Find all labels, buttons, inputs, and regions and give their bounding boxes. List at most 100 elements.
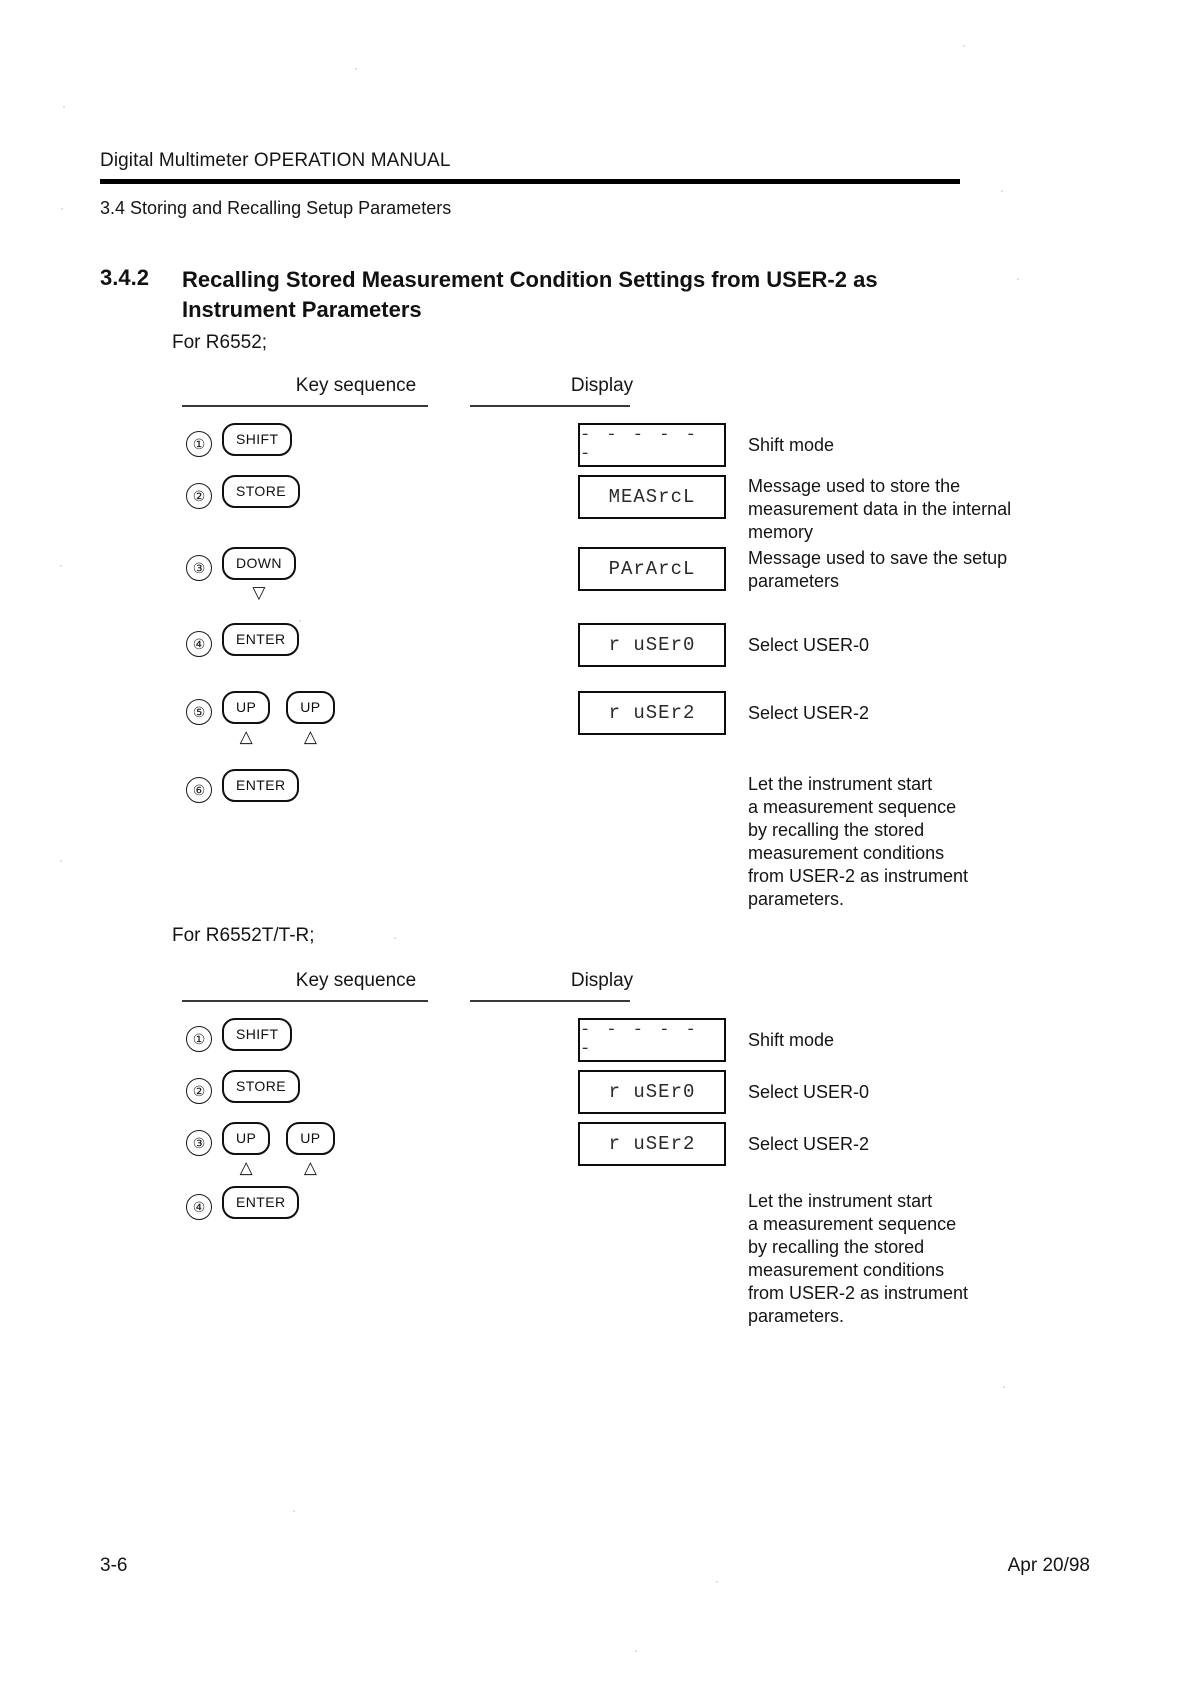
model-label-r6552t: For R6552T/T-R; [172,925,315,946]
keycap-group: STORE△ [222,1070,300,1124]
column-rule-key-sequence [182,405,428,407]
step-description: Message used to save the setup parameter… [748,548,1008,592]
section-breadcrumb: 3.4 Storing and Recalling Setup Paramete… [100,198,452,218]
keycap-up[interactable]: UP [222,1122,271,1155]
key-sequence: SHIFT△ [222,423,293,477]
scan-speck [1001,190,1003,192]
footer-page-number: 3-6 [100,1555,128,1576]
keycap-group: ENTER△ [222,623,300,677]
keycap-down[interactable]: DOWN [222,547,296,580]
column-header-row: Key sequence Display [100,375,1090,409]
up-triangle-icon: △ [303,727,317,746]
step-description: Message used to store the measurement da… [748,476,1012,543]
step-number: ① [186,431,212,457]
step-number: ④ [186,631,212,657]
up-triangle-icon: △ [239,1158,253,1177]
key-sequence: ENTER△ [222,1186,300,1240]
procedure-step-row: ③ DOWN ▽ PArArcL Message used to save the se… [100,547,1090,601]
scan-speck [963,45,965,47]
step-number: ① [186,1026,212,1052]
step-description: Select USER-2 [748,1134,870,1154]
scan-speck [1003,1386,1005,1388]
keycap-group: UP △ [286,691,335,746]
keycap-group: ENTER△ [222,769,300,823]
scan-speck [394,937,396,939]
key-sequence: UP △ UP △ [222,691,335,745]
procedure-step-row: ⑤ UP △ UP △ r uSEr2 Select USER-2 [100,691,1090,745]
display-readout: - - - - - - [578,423,726,467]
scan-speck [60,860,62,862]
step-description: Let the instrument start a measurement s… [748,774,969,910]
display-readout: r uSEr0 [578,1070,726,1114]
keycap-enter[interactable]: ENTER [222,1186,300,1219]
column-header-display: Display [570,970,634,991]
keycap-store[interactable]: STORE [222,1070,300,1103]
scan-speck [299,620,301,622]
keycap-up[interactable]: UP [222,691,271,724]
display-readout: - - - - - - [578,1018,726,1062]
keycap-enter[interactable]: ENTER [222,623,300,656]
keycap-store[interactable]: STORE [222,475,300,508]
column-header-display: Display [570,375,634,396]
keycap-group: UP △ [222,691,271,746]
manual-title: Digital Multimeter OPERATION MANUAL [100,150,451,171]
step-number: ⑥ [186,777,212,803]
scan-speck [293,1510,295,1512]
scan-speck [355,68,357,70]
keycap-shift[interactable]: SHIFT [222,1018,293,1051]
up-triangle-icon: △ [239,727,253,746]
procedure-step-row: ⑥ ENTER△ Let the instrument start a measur… [100,769,1090,909]
keycap-group: UP △ [286,1122,335,1177]
key-sequence: UP △ UP △ [222,1122,335,1176]
step-number: ② [186,483,212,509]
scan-speck [63,106,65,108]
procedure-step-row: ③ UP △ UP △ r uSEr2 Select USER-2 [100,1122,1090,1176]
header-divider [100,179,960,184]
step-description: Select USER-2 [748,703,870,723]
display-readout: r uSEr2 [578,691,726,735]
step-number: ⑤ [186,699,212,725]
section-title: Recalling Stored Measurement Condition S… [182,267,878,323]
scan-speck [635,1650,637,1652]
step-description: Select USER-0 [748,1082,870,1102]
keycap-up[interactable]: UP [286,691,335,724]
column-rule-key-sequence [182,1000,428,1002]
model-label-r6552: For R6552; [172,332,268,353]
key-sequence: DOWN ▽ [222,547,296,601]
keycap-group: UP △ [222,1122,271,1177]
down-triangle-icon: ▽ [252,583,266,602]
step-number: ③ [186,1130,212,1156]
step-number: ③ [186,555,212,581]
column-rule-display [470,405,630,407]
step-number: ② [186,1078,212,1104]
keycap-group: SHIFT△ [222,1018,293,1072]
column-header-row: Key sequence Display [100,970,1090,1004]
step-number: ④ [186,1194,212,1220]
running-header: Digital Multimeter OPERATION MANUAL 3.4 … [100,150,1060,219]
keycap-enter[interactable]: ENTER [222,769,300,802]
key-sequence: STORE△ [222,475,300,529]
keycap-group: DOWN ▽ [222,547,296,601]
keycap-shift[interactable]: SHIFT [222,423,293,456]
up-triangle-icon: △ [303,1158,317,1177]
column-header-key-sequence: Key sequence [295,970,417,991]
section-number: 3.4.2 [100,265,149,290]
keycap-up[interactable]: UP [286,1122,335,1155]
keycap-group: STORE△ [222,475,300,529]
display-readout: PArArcL [578,547,726,591]
step-description: Shift mode [748,1030,835,1050]
page-footer: 3-6 Apr 20/98 [100,1555,1090,1577]
display-readout: r uSEr2 [578,1122,726,1166]
step-description: Let the instrument start a measurement s… [748,1191,969,1327]
key-sequence: ENTER△ [222,769,300,823]
column-rule-display [470,1000,630,1002]
key-sequence: STORE△ [222,1070,300,1124]
key-sequence: SHIFT△ [222,1018,293,1072]
